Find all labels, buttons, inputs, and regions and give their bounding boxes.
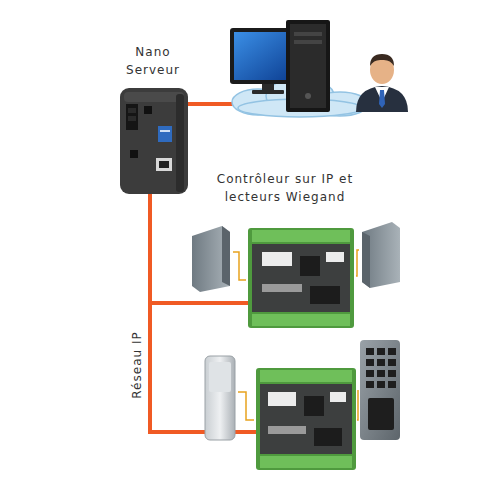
wiegand-reader	[205, 340, 400, 440]
reader-wire	[238, 390, 358, 420]
wiegand-reader	[192, 222, 400, 292]
ip-controller	[256, 368, 356, 470]
computer-icon	[230, 20, 330, 112]
ip-controller	[248, 228, 354, 328]
group-heading: Contrôleur sur IP et lecteurs Wiegand	[195, 170, 375, 206]
reader-wire	[233, 250, 359, 280]
device-label: Nano Serveur	[116, 43, 190, 79]
user-icon	[356, 54, 408, 112]
nano-server-device	[120, 88, 188, 194]
network-label: Réseau IP	[128, 331, 146, 398]
